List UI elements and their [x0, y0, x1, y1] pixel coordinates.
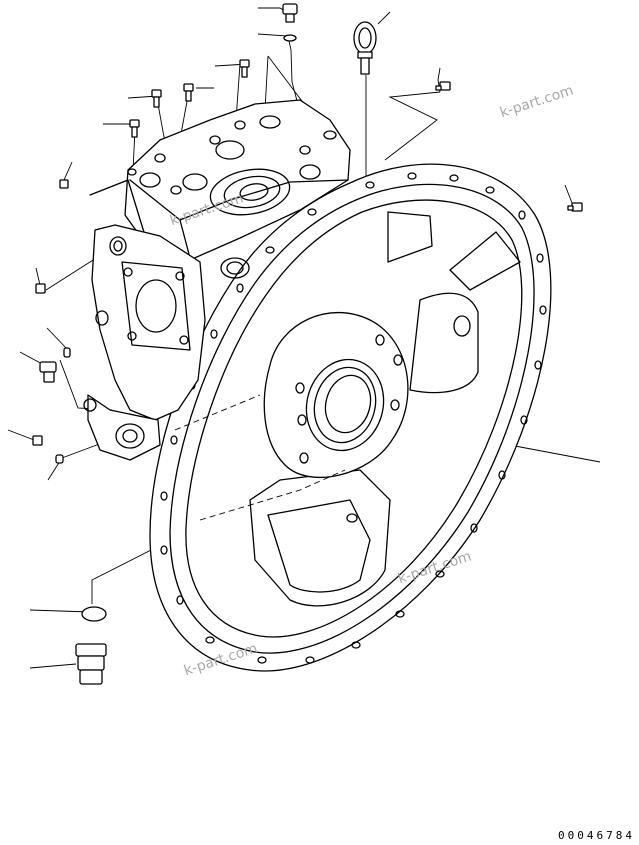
cap-screw — [129, 119, 140, 138]
valve-port-small — [299, 145, 311, 155]
hub-bolt-hole — [297, 414, 307, 426]
leader-line-right-bolt-group — [384, 91, 441, 161]
bolt-left-low — [32, 435, 43, 446]
port-flange-bolt — [175, 271, 185, 281]
pin-left — [63, 347, 71, 358]
port-body-left — [83, 224, 206, 461]
valve-port-small — [127, 168, 137, 176]
valve-port-small — [182, 173, 208, 191]
hub-bolt-hole — [393, 354, 403, 366]
port-boss — [109, 236, 127, 256]
port-boss-inner — [113, 240, 123, 252]
central-hub — [263, 311, 409, 479]
hub-bolt-hole — [390, 399, 400, 411]
valve-port-small — [323, 130, 337, 140]
housing-lower-inner — [267, 499, 371, 593]
leader-line-oring-top — [257, 33, 293, 83]
plug-left — [35, 283, 46, 294]
hub-mid-ring — [313, 366, 377, 444]
flange-mid-rim — [185, 199, 523, 638]
valve-port-large-outer — [209, 168, 291, 216]
housing-lower-hole — [346, 513, 358, 523]
plug-left — [59, 179, 69, 189]
port-side-hole — [95, 310, 109, 326]
port-flange-bolt — [127, 331, 137, 341]
valve-port-large-mid — [223, 175, 281, 209]
pin-left-low — [55, 454, 64, 464]
cap-screw — [567, 202, 583, 212]
port-foot-bore — [115, 423, 145, 449]
drawing-code: 00046784 — [558, 829, 635, 842]
port-flange-bore — [135, 279, 177, 333]
port-flange-square — [121, 261, 191, 351]
port-body-outline — [91, 224, 206, 421]
valve-port-small — [259, 115, 281, 129]
eye-bolt — [353, 21, 377, 75]
hub-bolt-hole — [295, 382, 305, 394]
leader-line-left-bolt-low — [7, 429, 35, 441]
leader-line-bolt-v1 — [264, 55, 269, 111]
leader-line-plug-bottom — [29, 663, 77, 669]
hub-body — [263, 311, 409, 479]
housing-rib-right — [449, 231, 521, 291]
cap-screw — [435, 81, 451, 91]
hex-bolt-top — [282, 3, 298, 23]
pump-housing-flange — [149, 163, 552, 672]
o-ring-top — [283, 34, 297, 42]
flange-bolt-holes — [160, 172, 547, 664]
port-foot — [87, 394, 161, 461]
cap-screw — [151, 89, 162, 108]
hub-inner-ring — [324, 374, 372, 434]
leader-line-housing — [514, 445, 601, 463]
valve-port-small — [209, 135, 221, 145]
valve-port-small — [170, 185, 182, 195]
valve-port-small — [154, 153, 166, 163]
port-flange-bolt — [179, 335, 189, 345]
leader-line-far-right-bolt — [564, 184, 573, 204]
hub-bolt-hole — [375, 334, 385, 346]
leader-line-left-plug-1 — [63, 161, 73, 181]
cap-screw — [183, 83, 194, 102]
valve-block-top-face — [179, 179, 349, 221]
hub-outer-ring — [305, 358, 385, 452]
plug-fitting-left — [39, 361, 57, 383]
leader-line-left-plug-2 — [35, 267, 41, 286]
port-foot-bore-inner — [122, 429, 138, 443]
valve-port-small — [220, 257, 250, 279]
cap-screw — [239, 59, 250, 78]
housing-rib-upper — [387, 211, 433, 263]
valve-port-small — [226, 261, 244, 275]
leader-line-plug-group — [59, 359, 113, 411]
valve-port-small — [139, 172, 161, 188]
leader-line-seal — [29, 609, 91, 613]
leader-line-left-pin — [46, 327, 69, 351]
port-side-hole — [83, 398, 97, 412]
housing-arm-right — [409, 292, 479, 394]
plug-bottom — [75, 643, 107, 685]
hidden-line-housing — [199, 469, 346, 521]
housing-arm-hole — [453, 315, 471, 337]
valve-port-large-inner — [239, 183, 269, 201]
hub-bolt-hole — [299, 452, 309, 464]
leader-line-eyebolt — [377, 11, 391, 25]
housing-lower-body — [249, 469, 391, 607]
hidden-line-housing-2 — [174, 394, 261, 431]
port-flange-bolt — [123, 267, 133, 277]
flange-inner-rim — [169, 183, 535, 654]
valve-port-small — [215, 140, 245, 160]
small-parts — [32, 3, 583, 685]
valve-port-small — [234, 120, 246, 130]
valve-port-small — [299, 164, 321, 180]
seal-oval — [81, 606, 107, 622]
